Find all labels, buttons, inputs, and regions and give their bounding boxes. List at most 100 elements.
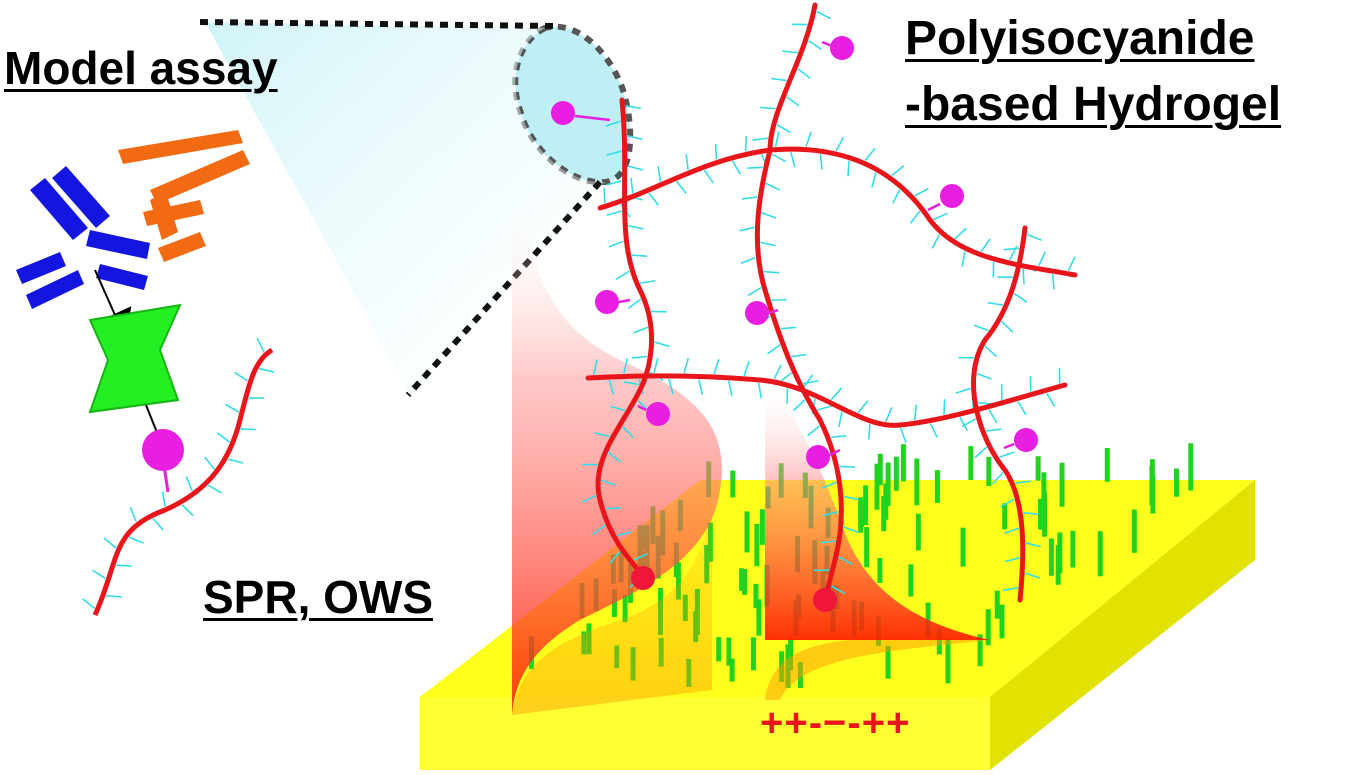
side-chain-mark — [633, 327, 648, 333]
side-chain-mark — [974, 325, 989, 331]
bead-linker — [928, 204, 940, 210]
side-chain-mark — [817, 12, 831, 19]
side-chain-mark — [649, 193, 659, 205]
side-chain-mark — [771, 300, 787, 301]
side-chain-mark — [1004, 248, 1019, 249]
bead-linker — [619, 300, 630, 302]
probe-bead — [646, 402, 670, 426]
side-chain-mark — [631, 178, 633, 193]
side-chain-mark — [259, 369, 274, 373]
side-chain-mark — [774, 365, 781, 379]
side-chain-mark — [686, 155, 688, 170]
side-chain-mark — [744, 361, 749, 376]
side-chain-mark — [658, 166, 660, 181]
side-chain-mark — [632, 356, 647, 358]
side-chain-mark — [986, 429, 1001, 431]
side-chain-mark — [892, 166, 904, 176]
side-chain-mark — [82, 599, 94, 609]
probe-bead — [595, 290, 619, 314]
side-chain-mark — [748, 288, 761, 296]
side-chain-mark — [1018, 401, 1026, 414]
side-chain-mark — [1023, 269, 1024, 284]
side-chain-mark — [729, 381, 732, 396]
side-chain-mark — [655, 342, 670, 346]
side-chain-mark — [981, 239, 990, 252]
side-chain-mark — [1002, 321, 1013, 332]
side-chain-mark — [205, 457, 215, 469]
side-chain-mark — [130, 507, 136, 521]
side-chain-mark — [129, 537, 143, 543]
model-assay-label: Model assay — [4, 44, 278, 92]
side-chain-mark — [910, 211, 919, 223]
side-chain-mark — [962, 419, 975, 427]
side-chain-mark — [606, 508, 622, 509]
side-chain-mark — [930, 424, 937, 438]
side-chain-mark — [746, 136, 747, 152]
probe-bead — [631, 566, 655, 590]
side-chain-mark — [915, 188, 929, 195]
side-chain-mark — [182, 505, 193, 516]
side-chain-mark — [716, 144, 717, 160]
side-chain-mark — [771, 79, 786, 81]
side-chain-mark — [836, 137, 843, 151]
side-chain-mark — [208, 485, 221, 493]
side-chain-mark — [766, 183, 780, 190]
probe-bead — [745, 301, 769, 325]
side-chain-mark — [153, 518, 163, 530]
surface-charges-label: ++-−-++ — [760, 701, 910, 746]
side-chain-mark — [760, 242, 775, 245]
side-chain-mark — [752, 138, 767, 140]
side-chain-mark — [858, 401, 868, 413]
side-chain-mark — [872, 173, 876, 188]
side-chain-mark — [886, 407, 892, 421]
side-chain-mark — [776, 131, 779, 146]
probe-bead — [806, 445, 830, 469]
side-chain-mark — [225, 404, 239, 412]
side-chain-mark — [767, 345, 780, 354]
side-chain-mark — [808, 426, 820, 436]
side-chain-mark — [901, 428, 907, 443]
side-chain-mark — [806, 132, 811, 147]
side-chain-mark — [944, 399, 945, 415]
side-chain-mark — [92, 570, 105, 578]
side-chain-mark — [798, 69, 810, 78]
side-chain-mark — [831, 388, 841, 400]
side-chain-mark — [869, 424, 870, 439]
probe-bead — [813, 588, 837, 612]
side-chain-mark — [186, 477, 192, 491]
evanescent-field-left — [512, 195, 722, 715]
side-chain-mark — [257, 338, 264, 352]
target-molecule — [90, 305, 180, 412]
side-chain-mark — [684, 358, 688, 373]
probe-bead — [1014, 428, 1038, 452]
side-chain-mark — [985, 346, 997, 356]
side-chain-mark — [955, 228, 966, 238]
side-chain-mark — [794, 400, 805, 411]
side-chain-mark — [640, 281, 655, 283]
hydrogel-label-line2: -based Hydrogel — [905, 80, 1281, 130]
side-chain-mark — [699, 380, 703, 395]
side-chain-mark — [1047, 393, 1055, 406]
side-chain-mark — [781, 327, 796, 328]
side-chain-mark — [760, 107, 775, 108]
side-chain-mark — [988, 303, 1003, 305]
side-chain-mark — [759, 383, 762, 398]
side-chain-mark — [791, 152, 795, 167]
side-chain-mark — [162, 491, 165, 506]
side-chain-mark — [228, 459, 243, 463]
side-chain-mark — [1053, 274, 1054, 289]
side-chain-mark — [628, 166, 643, 170]
bead-linker — [1004, 444, 1014, 448]
side-chain-mark — [104, 538, 116, 548]
side-chain-mark — [235, 372, 248, 381]
side-chain-mark — [626, 106, 641, 109]
side-chain-mark — [764, 272, 779, 273]
probe-bead — [551, 101, 575, 125]
side-chain-mark — [804, 375, 813, 388]
side-chain-mark — [915, 405, 917, 420]
side-chain-mark — [116, 565, 131, 566]
side-chain-mark — [1014, 293, 1027, 302]
side-chain-mark — [217, 433, 229, 442]
side-chain-mark — [831, 436, 846, 438]
side-chain-mark — [956, 388, 971, 393]
